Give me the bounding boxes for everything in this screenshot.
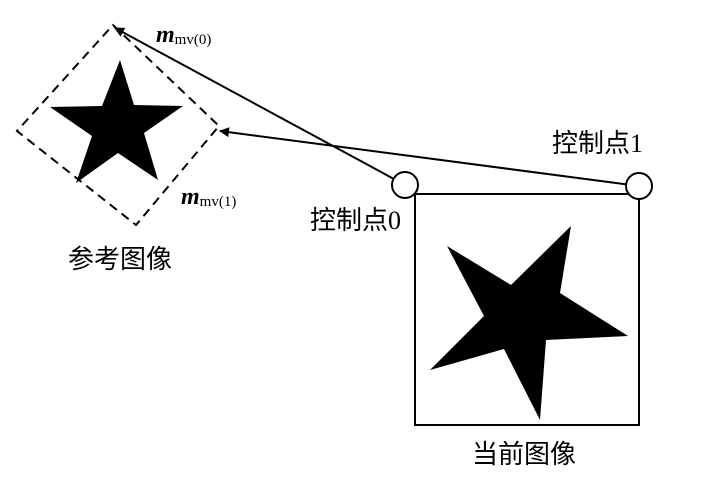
motion-vector-0-subscript: mv(0) [175,32,212,48]
motion-vector-1-subscript: mv(1) [200,194,237,210]
reference-star [50,60,183,183]
control-point-1-label: 控制点1 [552,129,643,158]
reference-image-label: 参考图像 [68,245,172,274]
motion-vector-0-arrow [114,27,406,186]
motion-vector-1-symbol: m [181,184,200,210]
motion-vector-0-symbol: m [156,22,175,48]
current-image-frame [414,193,640,426]
motion-vector-1-arrow [219,127,640,187]
motion-vector-1-label: mmv(1) [181,184,236,210]
current-image-label: 当前图像 [472,440,576,469]
motion-vector-0-label: mmv(0) [156,22,211,48]
control-point-0-label: 控制点0 [310,206,401,235]
current-star [430,226,628,420]
control-point-0-marker [391,171,419,199]
reference-image-frame [15,23,221,227]
control-point-1-marker [625,172,653,200]
